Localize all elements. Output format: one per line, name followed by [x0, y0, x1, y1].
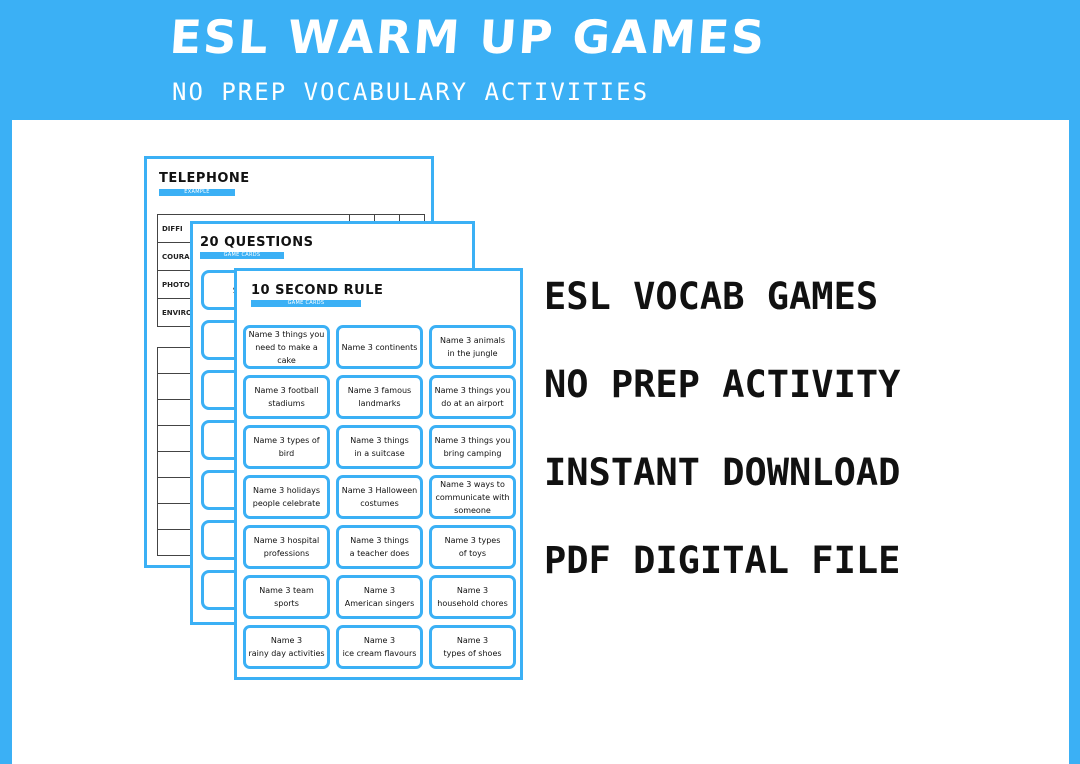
preview-panel: TELEPHONE EXAMPLE WORDS/SENTENCES DIFFI …	[12, 120, 1069, 764]
game-card: Name 3 holidays people celebrate	[243, 475, 330, 519]
feature-item: INSTANT DOWNLOAD	[544, 451, 901, 494]
game-card: Name 3 animals in the jungle	[429, 325, 516, 369]
twenty-questions-title: 20 QUESTIONS	[200, 235, 314, 250]
game-card: Name 3 things you need to make a cake	[243, 325, 330, 369]
header-title: ESL WARM UP GAMES	[168, 10, 769, 64]
game-card: Name 3 ice cream flavours	[336, 625, 423, 669]
ten-second-rule-title: 10 SECOND RULE	[251, 283, 384, 298]
ten-second-rule-subtitle: GAME CARDS	[251, 300, 361, 307]
game-card: Name 3 things in a suitcase	[336, 425, 423, 469]
feature-item: ESL VOCAB GAMES	[544, 275, 879, 318]
game-card: Name 3 types of bird	[243, 425, 330, 469]
feature-item: NO PREP ACTIVITY	[544, 363, 901, 406]
game-card: Name 3 household chores	[429, 575, 516, 619]
telephone-sheet-subtitle: EXAMPLE WORDS/SENTENCES	[159, 189, 235, 202]
telephone-sheet-title: TELEPHONE	[159, 171, 250, 186]
game-card: Name 3 rainy day activities	[243, 625, 330, 669]
game-card: Name 3 Halloween costumes	[336, 475, 423, 519]
feature-item: PDF DIGITAL FILE	[544, 539, 901, 582]
game-card: Name 3 team sports	[243, 575, 330, 619]
game-card: Name 3 things you bring camping	[429, 425, 516, 469]
game-card: Name 3 things you do at an airport	[429, 375, 516, 419]
header-subtitle: NO PREP VOCABULARY ACTIVITIES	[172, 78, 650, 106]
game-card: Name 3 American singers	[336, 575, 423, 619]
game-card: Name 3 famous landmarks	[336, 375, 423, 419]
game-card: Name 3 ways to communicate with someone	[429, 475, 516, 519]
twenty-questions-subtitle: GAME CARDS	[200, 252, 284, 259]
ten-second-rule-sheet: 10 SECOND RULE GAME CARDS Name 3 things …	[234, 268, 523, 680]
game-card: Name 3 things a teacher does	[336, 525, 423, 569]
game-card: Name 3 types of shoes	[429, 625, 516, 669]
game-card: Name 3 continents	[336, 325, 423, 369]
game-card: Name 3 football stadiums	[243, 375, 330, 419]
game-card: Name 3 types of toys	[429, 525, 516, 569]
game-card: Name 3 hospital professions	[243, 525, 330, 569]
